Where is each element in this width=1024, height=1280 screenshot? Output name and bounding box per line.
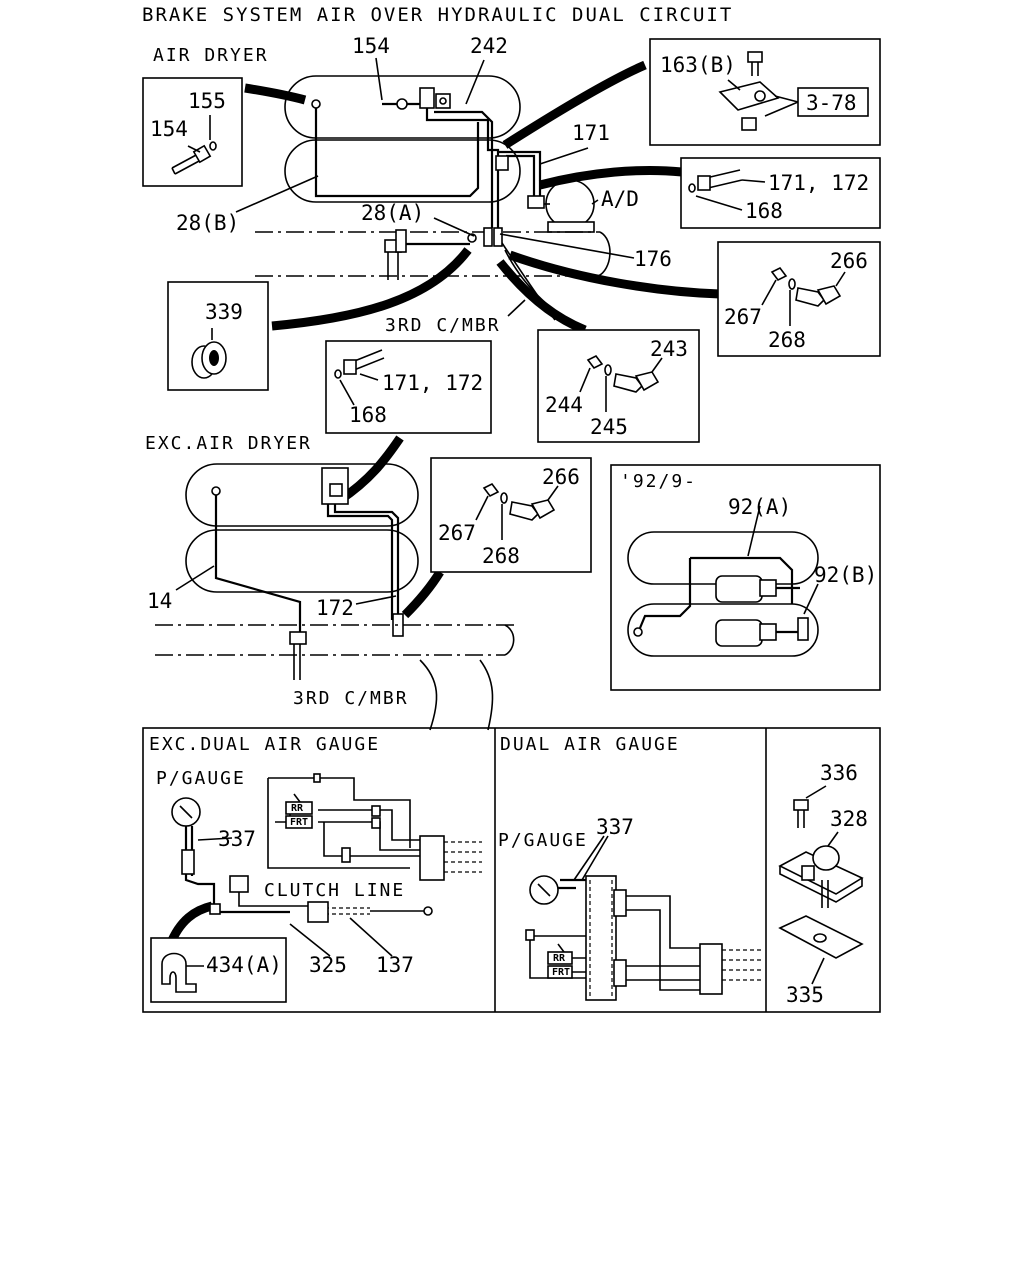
label-3-78: 3-78 (806, 91, 857, 115)
inset-grommet-339 (167, 281, 269, 391)
label-267-a: 267 (724, 305, 762, 329)
label-frt-a: FRT (290, 817, 308, 828)
label-pgauge-b: P/GAUGE (498, 830, 588, 851)
exc-air-dryer-tanks (185, 463, 419, 593)
inset-fitting-266-a (717, 241, 881, 357)
label-14: 14 (147, 589, 172, 613)
frame-rail-upper (255, 227, 611, 327)
air-dryer-pipes (311, 87, 545, 230)
label-92-9: '92/9- (620, 471, 697, 492)
label-266-b: 266 (542, 465, 580, 489)
label-245: 245 (590, 415, 628, 439)
label-335: 335 (786, 983, 824, 1007)
inset-fitting-243 (537, 329, 700, 443)
label-268-a: 268 (768, 328, 806, 352)
label-172: 172 (316, 596, 354, 620)
label-rr-a: RR (291, 803, 304, 814)
section-dual-air-gauge: DUAL AIR GAUGE (500, 734, 680, 755)
bracket-328-drawing (778, 785, 864, 985)
inset-92-9 (610, 464, 881, 691)
air-dryer-leaders (235, 57, 635, 317)
label-154-top: 154 (352, 34, 390, 58)
label-137: 137 (376, 953, 414, 977)
label-243: 243 (650, 337, 688, 361)
label-pgauge-a: P/GAUGE (156, 768, 246, 789)
label-266-a: 266 (830, 249, 868, 273)
dual-gauge-drawing (525, 835, 762, 1001)
label-268-b: 268 (482, 544, 520, 568)
label-3rd-cmbr-b: 3RD C/MBR (293, 688, 409, 709)
inset-bolt-171-172-a (680, 157, 881, 229)
label-3rd-cmbr-a: 3RD C/MBR (385, 315, 501, 336)
label-267-b: 267 (438, 521, 476, 545)
label-frt-b: FRT (552, 967, 570, 978)
label-ad: A/D (601, 187, 639, 211)
label-92b: 92(B) (814, 563, 877, 587)
label-171-172-b: 171, 172 (382, 371, 483, 395)
label-171: 171 (572, 121, 610, 145)
inset-bolt-154 (142, 77, 243, 187)
label-155: 155 (188, 89, 226, 113)
inset-fitting-266-b (430, 457, 592, 573)
section-air-dryer: AIR DRYER (153, 45, 269, 66)
exc-dual-gauge-drawing (171, 773, 482, 957)
label-244: 244 (545, 393, 583, 417)
label-328: 328 (830, 807, 868, 831)
label-337-b: 337 (596, 815, 634, 839)
label-163b: 163(B) (660, 53, 736, 77)
label-171-172-a: 171, 172 (768, 171, 869, 195)
label-168-b: 168 (349, 403, 387, 427)
gauge-panel-frame (142, 727, 881, 1013)
label-rr-b: RR (553, 953, 566, 964)
exc-air-dryer-pipes (155, 467, 515, 731)
label-242: 242 (470, 34, 508, 58)
label-325: 325 (309, 953, 347, 977)
label-434a: 434(A) (206, 953, 282, 977)
inset-bracket-163b (649, 38, 881, 146)
label-176: 176 (634, 247, 672, 271)
label-336: 336 (820, 761, 858, 785)
label-clutch-line: CLUTCH LINE (264, 880, 405, 901)
inset-clip-434a (150, 937, 287, 1003)
label-154-box: 154 (150, 117, 188, 141)
section-exc-air-dryer: EXC.AIR DRYER (145, 433, 312, 454)
label-337-a: 337 (218, 827, 256, 851)
air-dryer-tanks (284, 75, 521, 203)
label-339: 339 (205, 300, 243, 324)
label-28a: 28(A) (361, 201, 424, 225)
section-exc-dual-air-gauge: EXC.DUAL AIR GAUGE (149, 734, 380, 755)
label-168-a: 168 (745, 199, 783, 223)
diagram-title: BRAKE SYSTEM AIR OVER HYDRAULIC DUAL CIR… (142, 4, 733, 26)
label-92a: 92(A) (728, 495, 791, 519)
label-28b: 28(B) (176, 211, 239, 235)
inset-bolt-171-172-b (325, 340, 492, 434)
air-dryer-unit (544, 179, 595, 233)
